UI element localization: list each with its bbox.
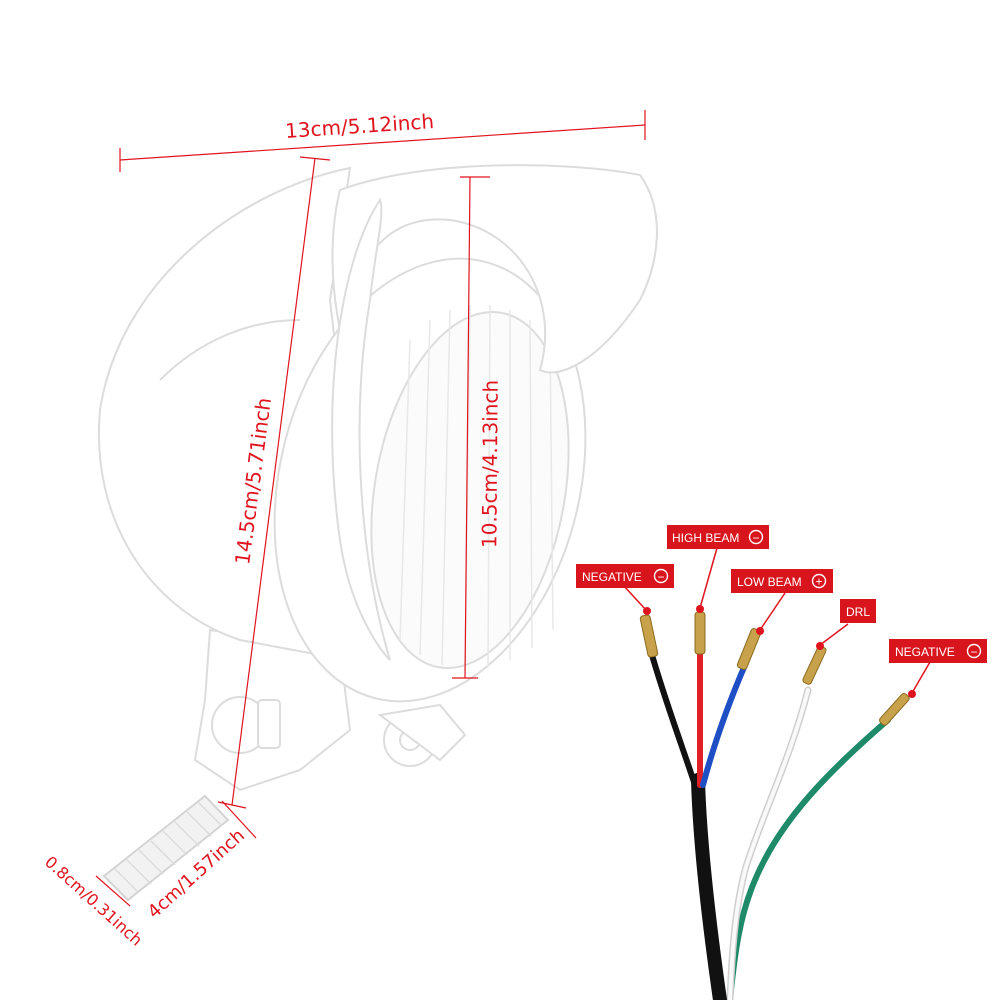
svg-text:NEGATIVE: NEGATIVE — [582, 570, 642, 584]
lens-dimension: 10.5cm/4.13inch — [477, 380, 502, 548]
headlight — [97, 164, 658, 792]
label-negative-2: NEGATIVE − — [889, 639, 987, 663]
mount-bolt — [102, 794, 230, 902]
width-line — [119, 124, 646, 161]
lens-line — [464, 176, 471, 679]
svg-text:NEGATIVE: NEGATIVE — [895, 645, 955, 659]
bolt-length-line — [221, 800, 257, 839]
terminal-negative-1 — [639, 614, 659, 658]
mount-bolt-head — [257, 699, 281, 749]
wire-green — [727, 717, 891, 1000]
callout-dots — [643, 605, 916, 698]
wire-black — [649, 652, 698, 788]
label-negative-1: NEGATIVE − — [576, 564, 674, 588]
svg-text:DRL: DRL — [846, 605, 870, 619]
wire-blue — [700, 662, 748, 788]
wire-white — [726, 686, 812, 1000]
svg-text:HIGH BEAM: HIGH BEAM — [672, 531, 739, 545]
terminal-drl — [802, 645, 827, 685]
width-dimension: 13cm/5.12inch — [284, 109, 434, 143]
wire-sheath — [691, 773, 727, 1000]
bottom-tab — [377, 703, 467, 762]
dimension-lines — [95, 110, 646, 907]
callouts — [623, 547, 931, 694]
lens — [370, 310, 570, 670]
lens-ribs — [399, 304, 554, 671]
terminal-high-beam — [694, 611, 706, 655]
svg-text:LOW BEAM: LOW BEAM — [737, 575, 802, 589]
bolt-diameter-line — [95, 875, 131, 907]
sign-high-beam: − — [752, 531, 759, 545]
sign-negative-1: − — [657, 570, 664, 584]
sign-negative-2: − — [970, 645, 977, 659]
sign-low-beam: + — [815, 575, 822, 589]
height-line — [231, 157, 316, 806]
terminal-negative-2 — [879, 692, 910, 726]
housing-highlight — [159, 319, 301, 381]
label-high-beam: HIGH BEAM − — [667, 525, 769, 549]
wire-harness — [649, 647, 891, 1000]
bezel-band — [331, 197, 391, 661]
wire-terminals — [639, 611, 910, 726]
label-low-beam: LOW BEAM + — [731, 569, 833, 593]
label-drl: DRL — [840, 599, 876, 623]
